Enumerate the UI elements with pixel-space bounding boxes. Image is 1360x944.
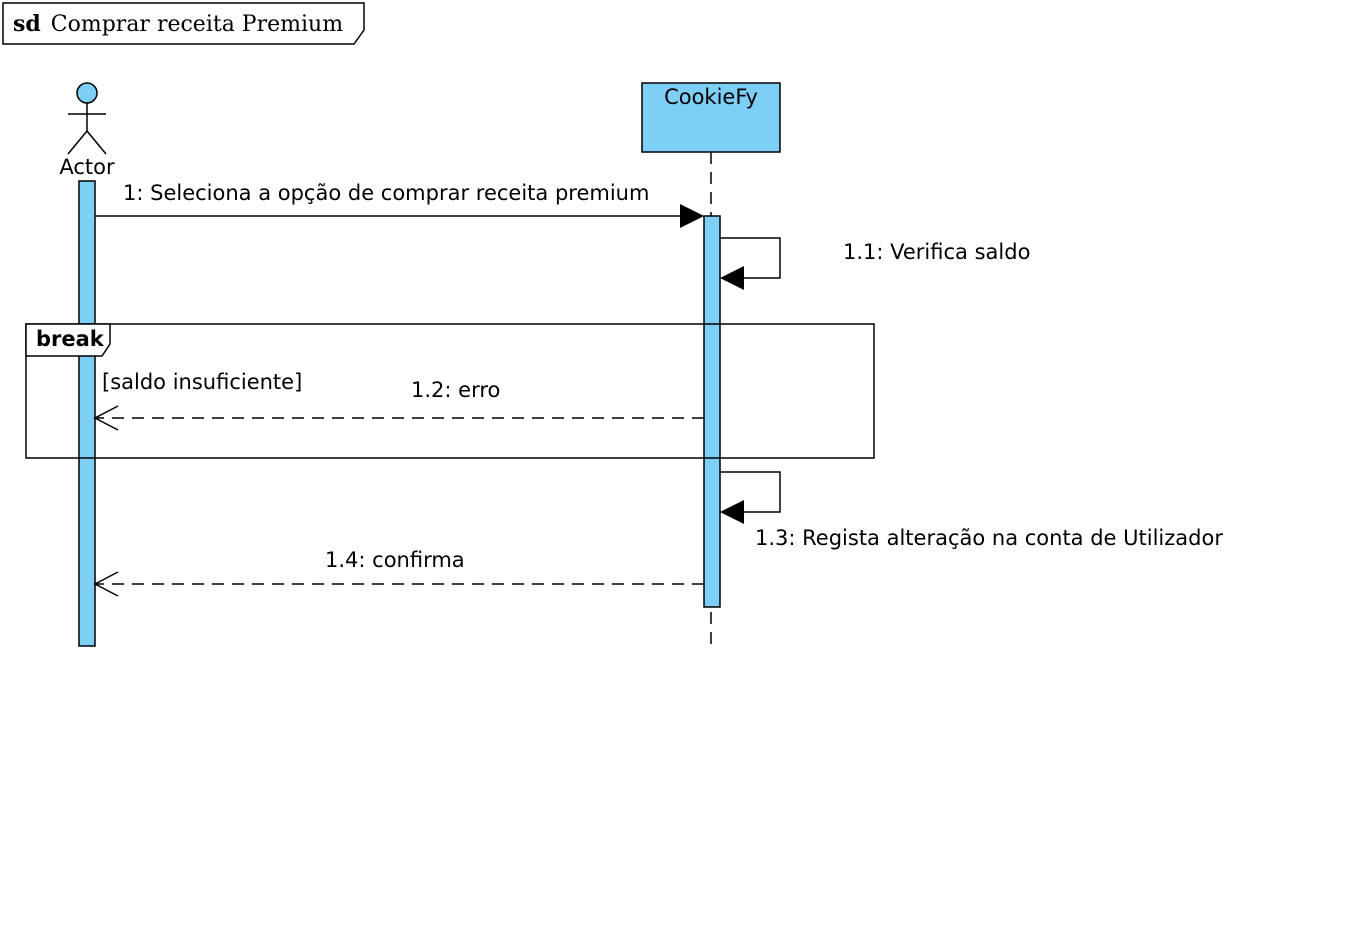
diagram-frame-tab: sd Comprar receita Premium [2, 2, 365, 45]
message-1-label: 1: Seleciona a opção de comprar receita … [123, 181, 649, 205]
frame-keyword: sd [13, 11, 41, 37]
message-1-arrow[interactable] [95, 204, 704, 228]
cookiefy-activation-bar [703, 215, 721, 608]
message-1-3-self-arrow[interactable] [720, 471, 781, 524]
actor-figure[interactable] [67, 82, 107, 155]
cookiefy-label: CookieFy [664, 85, 758, 109]
frame-title: Comprar receita Premium [51, 12, 343, 37]
svg-text:sd Comprar receita Premi: sd Comprar receita Premium [13, 11, 343, 37]
message-1-4-label: 1.4: confirma [325, 548, 465, 572]
message-1-2-return-arrow[interactable] [93, 405, 704, 431]
actor-label: Actor [59, 155, 115, 179]
message-1-2-label: 1.2: erro [411, 378, 500, 402]
break-fragment [25, 323, 875, 459]
break-operator-label: break [36, 327, 105, 351]
break-guard-label: [saldo insuficiente] [102, 370, 302, 394]
message-1-1-self-arrow[interactable] [720, 237, 781, 290]
message-1-3-label: 1.3: Regista alteração na conta de Utili… [755, 526, 1223, 550]
message-1-4-return-arrow[interactable] [93, 571, 704, 597]
cookiefy-lifeline-head[interactable] [641, 82, 781, 153]
actor-activation-bar [78, 180, 96, 647]
message-1-1-label: 1.1: Verifica saldo [843, 240, 1030, 264]
